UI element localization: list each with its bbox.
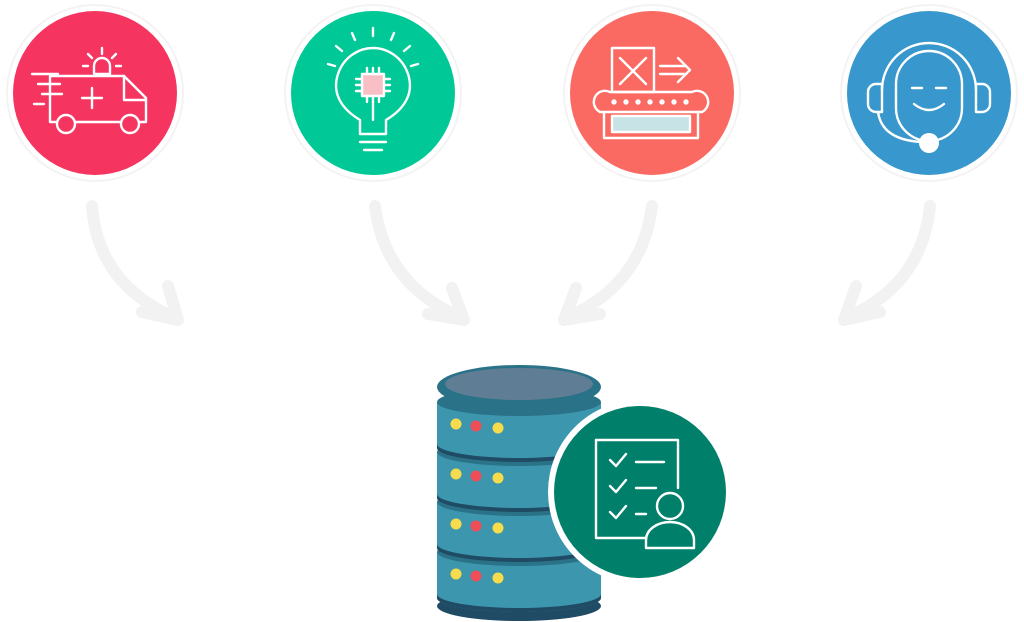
- headset-support-icon: [840, 4, 1018, 182]
- server-led: [450, 418, 462, 430]
- server-led: [492, 472, 504, 484]
- arrow-innovation-to-database: [369, 200, 470, 326]
- arrow-support-to-database: [838, 200, 936, 326]
- server-led: [470, 520, 482, 532]
- checklist-badge-circle: [554, 406, 726, 578]
- server-led: [492, 422, 504, 434]
- server-led: [470, 420, 482, 432]
- ambulance-circle: [13, 11, 177, 175]
- server-led: [492, 572, 504, 584]
- arrow-emergency-to-database: [86, 200, 184, 326]
- server-led: [470, 470, 482, 482]
- headset-circle: [847, 11, 1011, 175]
- server-led: [492, 522, 504, 534]
- server-led: [450, 468, 462, 480]
- conveyor-belt-icon: [563, 4, 741, 182]
- server-top-cap: [445, 368, 593, 400]
- server-led: [470, 570, 482, 582]
- server-led: [450, 518, 462, 530]
- server-led: [450, 568, 462, 580]
- arrow-manufacturing-to-database: [558, 200, 658, 326]
- ambulance-icon: [6, 4, 184, 182]
- database-server-icon: [437, 365, 601, 621]
- lightbulb-chip-icon: [284, 4, 462, 182]
- checklist-user-icon: [548, 400, 732, 584]
